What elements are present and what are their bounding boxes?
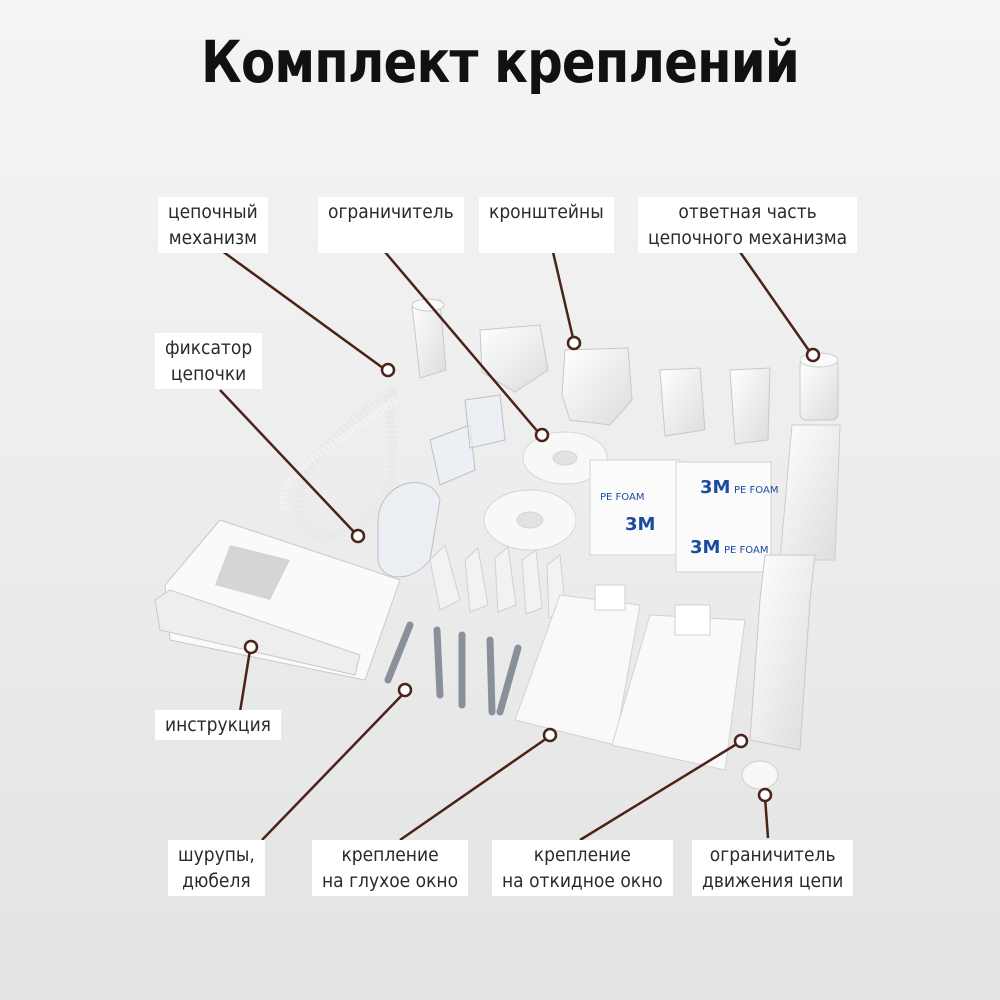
label-line: на глухое окно: [322, 870, 459, 892]
tape-brand-1: 3M: [700, 477, 730, 498]
dowels: [429, 544, 567, 619]
label-line: дюбеля: [182, 870, 251, 892]
label-line: движения цепи: [702, 870, 844, 892]
tape-text-2: PE FOAM: [724, 545, 768, 556]
chain-stopper-part: [741, 760, 779, 790]
label-instruction: инструкция: [155, 710, 281, 740]
tilt-window-bracket: [749, 554, 816, 751]
label-chain-stopper: ограничитель движения цепи: [692, 840, 854, 896]
label-brackets: кронштейны: [479, 197, 614, 253]
instruction-booklet: [154, 519, 401, 681]
tape-text-3: PE FOAM: [600, 492, 644, 503]
label-line: фиксатор: [165, 337, 253, 359]
bracket-2: [659, 367, 706, 437]
tape-brand-3: 3M: [625, 514, 655, 535]
label-screws: шурупы, дюбеля: [168, 840, 265, 896]
page-title: Комплект креплений: [201, 28, 800, 96]
chain-lock-parts: [377, 394, 506, 578]
label-line: ответная часть: [678, 201, 817, 223]
label-line: инструкция: [165, 714, 271, 736]
label-line: цепочки: [170, 363, 247, 385]
bracket-1: [561, 347, 633, 426]
label-line: крепление: [341, 844, 439, 866]
mounting-plates: [514, 584, 746, 771]
screws: [384, 621, 522, 716]
label-line: на откидное окно: [502, 870, 663, 892]
label-chain-lock: фиксатор цепочки: [155, 333, 263, 389]
label-tilt-window: крепление на откидное окно: [492, 840, 673, 896]
label-line: крепление: [533, 844, 631, 866]
label-line: цепочный: [168, 201, 258, 223]
label-counterpart: ответная часть цепочного механизма: [638, 197, 858, 253]
label-line: кронштейны: [489, 201, 604, 223]
label-line: цепочного механизма: [648, 227, 848, 249]
tape-brand-2: 3M: [690, 537, 720, 558]
tape-text-1: PE FOAM: [734, 485, 778, 496]
label-line: механизм: [168, 227, 257, 249]
label-chain-mechanism: цепочный механизм: [158, 197, 268, 253]
label-fixed-window: крепление на глухое окно: [312, 840, 469, 896]
bracket-3: [729, 367, 771, 445]
label-line: ограничитель: [328, 201, 454, 223]
washers: [483, 431, 608, 551]
label-limiter: ограничитель: [318, 197, 464, 253]
label-line: шурупы,: [178, 844, 255, 866]
label-line: ограничитель: [709, 844, 836, 866]
adhesive-pads: 3M PE FOAM 3M PE FOAM 3M PE FOAM: [589, 459, 778, 573]
chain-mechanism-part: [279, 298, 447, 542]
